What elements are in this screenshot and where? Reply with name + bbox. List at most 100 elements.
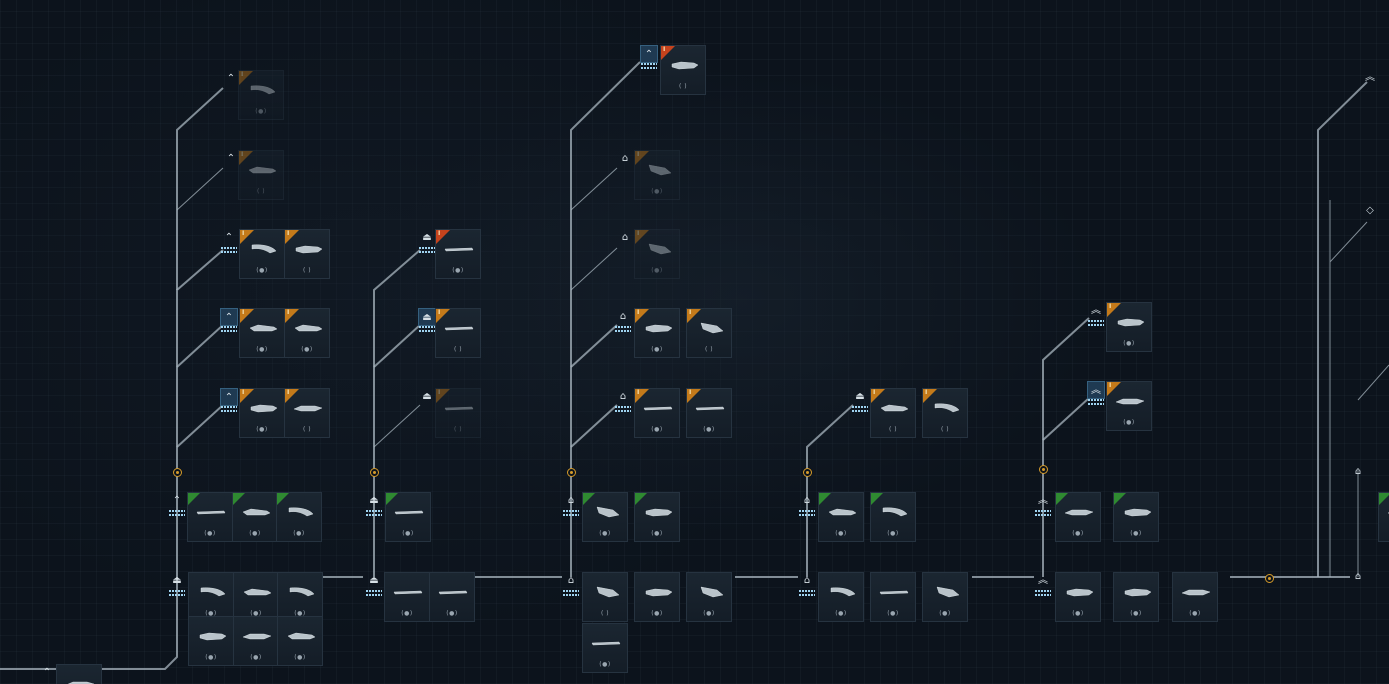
ship-card[interactable]: (●) <box>56 664 102 684</box>
rank-node-icon[interactable]: ︽ <box>1038 495 1048 506</box>
ship-card[interactable]: II(●) <box>239 388 285 438</box>
rank-node-icon[interactable]: ⌃ <box>640 45 658 63</box>
ship-card[interactable]: II(●) <box>284 308 330 358</box>
tree-line <box>1357 364 1389 401</box>
slot-indicator-icon: (●) <box>651 188 663 195</box>
rank-node-icon[interactable]: ⌂ <box>567 575 575 586</box>
ship-card[interactable]: (●) <box>1113 572 1159 622</box>
ship-card[interactable]: (●) <box>818 492 864 542</box>
branch-junction-icon[interactable] <box>1039 465 1048 474</box>
rank-node-icon[interactable]: ⌂ <box>1354 466 1362 477</box>
ship-card[interactable]: (●) <box>1113 492 1159 542</box>
rank-node-icon[interactable]: ⏏ <box>422 391 432 402</box>
rank-node-icon[interactable]: ⌃ <box>226 153 236 164</box>
ship-card[interactable]: II(●) <box>686 388 732 438</box>
rank-node-icon[interactable]: ⌂ <box>619 311 627 322</box>
ship-card[interactable]: II(●) <box>634 150 680 200</box>
ship-card[interactable]: II(●) <box>435 229 481 279</box>
rank-node-icon[interactable]: ⌃ <box>42 667 52 678</box>
ship-card[interactable]: II(●) <box>238 70 284 120</box>
ship-card[interactable]: (●) <box>187 492 233 542</box>
rank-node-icon[interactable]: ⏏ <box>369 575 379 586</box>
ship-card[interactable]: II( ) <box>284 388 330 438</box>
ship-card[interactable]: (●) <box>232 492 278 542</box>
ship-card[interactable]: ( ) <box>582 572 628 622</box>
rank-node-icon[interactable]: ⌂ <box>619 391 627 402</box>
ship-silhouette-icon <box>643 402 673 414</box>
slot-indicator-icon: (●) <box>1130 530 1142 537</box>
rank-node-icon[interactable]: ⌂ <box>803 575 811 586</box>
ship-card[interactable]: (●) <box>188 616 234 666</box>
rank-node-icon[interactable]: ◇ <box>1366 205 1374 216</box>
ship-card[interactable]: (●) <box>1055 572 1101 622</box>
ship-card[interactable]: (●) <box>686 572 732 622</box>
ship-card[interactable]: II( ) <box>870 388 916 438</box>
rank-node-icon[interactable]: ⌂ <box>1354 571 1362 582</box>
ship-card[interactable]: II(●) <box>634 229 680 279</box>
ship-card[interactable]: II(●) <box>1106 302 1152 352</box>
ship-card[interactable]: (●) <box>276 492 322 542</box>
ship-card[interactable]: II(●) <box>634 388 680 438</box>
rank-node-icon[interactable]: ⌃ <box>220 308 238 326</box>
ship-card[interactable]: (●) <box>1378 492 1389 542</box>
ship-card[interactable]: II( ) <box>660 45 706 95</box>
upgrade-bars-icon <box>852 406 868 420</box>
branch-junction-icon[interactable] <box>803 468 812 477</box>
slot-indicator-icon: (●) <box>651 267 663 274</box>
rank-node-icon[interactable]: ⏏ <box>422 232 432 243</box>
ship-card[interactable]: (●) <box>870 572 916 622</box>
ship-card[interactable]: II( ) <box>922 388 968 438</box>
ship-card[interactable]: (●) <box>922 572 968 622</box>
rank-node-icon[interactable]: ︽ <box>1091 305 1101 316</box>
ship-card[interactable]: II( ) <box>284 229 330 279</box>
ship-card[interactable]: (●) <box>634 492 680 542</box>
ship-card[interactable]: (●) <box>277 572 323 622</box>
slot-indicator-icon: (●) <box>255 108 267 115</box>
ship-card[interactable]: II(●) <box>239 308 285 358</box>
rank-node-icon[interactable]: ⌂ <box>621 232 629 243</box>
ship-card[interactable]: (●) <box>233 572 279 622</box>
slot-indicator-icon: (●) <box>1123 340 1135 347</box>
ship-card[interactable]: (●) <box>634 572 680 622</box>
ship-silhouette-icon <box>197 586 227 598</box>
ship-card[interactable]: II(●) <box>239 229 285 279</box>
ship-card[interactable]: II( ) <box>238 150 284 200</box>
ship-card[interactable]: (●) <box>233 616 279 666</box>
ship-card[interactable]: II( ) <box>686 308 732 358</box>
rank-node-icon[interactable]: ⌃ <box>224 232 234 243</box>
ship-card[interactable]: (●) <box>582 492 628 542</box>
ship-card[interactable]: (●) <box>384 572 430 622</box>
ship-card[interactable]: (●) <box>870 492 916 542</box>
ship-card[interactable]: (●) <box>188 572 234 622</box>
ship-card[interactable]: (●) <box>1055 492 1101 542</box>
rank-node-icon[interactable]: ⏏ <box>369 495 379 506</box>
ship-card[interactable]: (●) <box>429 572 475 622</box>
branch-junction-icon[interactable] <box>1265 574 1274 583</box>
rank-node-icon[interactable]: ⌃ <box>220 388 238 406</box>
rank-node-icon[interactable]: ︽ <box>1087 381 1105 399</box>
rank-node-icon[interactable]: ︽ <box>1365 72 1375 83</box>
ship-card[interactable]: II(●) <box>634 308 680 358</box>
tree-line <box>373 404 421 448</box>
rank-node-icon[interactable]: ⌃ <box>172 495 182 506</box>
rank-node-icon[interactable]: ⏏ <box>172 575 182 586</box>
rank-node-icon[interactable]: ︽ <box>1038 575 1048 586</box>
rank-node-icon[interactable]: ⌃ <box>226 73 236 84</box>
branch-junction-icon[interactable] <box>173 468 182 477</box>
ship-card[interactable]: (●) <box>277 616 323 666</box>
ship-card[interactable]: II( ) <box>435 388 481 438</box>
ship-card[interactable]: (●) <box>385 492 431 542</box>
rank-node-icon[interactable]: ⌂ <box>621 153 629 164</box>
rank-node-icon[interactable]: ⏏ <box>418 308 436 326</box>
upgrade-bars-icon <box>221 247 237 261</box>
ship-card[interactable]: II( ) <box>435 308 481 358</box>
ship-card[interactable]: (●) <box>1172 572 1218 622</box>
branch-junction-icon[interactable] <box>370 468 379 477</box>
ship-card[interactable]: (●) <box>818 572 864 622</box>
rank-node-icon[interactable]: ⏏ <box>855 391 865 402</box>
ship-card[interactable]: II(●) <box>1106 381 1152 431</box>
rank-node-icon[interactable]: ⌂ <box>567 495 575 506</box>
rank-node-icon[interactable]: ⌂ <box>803 495 811 506</box>
ship-card[interactable]: (●) <box>582 623 628 673</box>
branch-junction-icon[interactable] <box>567 468 576 477</box>
